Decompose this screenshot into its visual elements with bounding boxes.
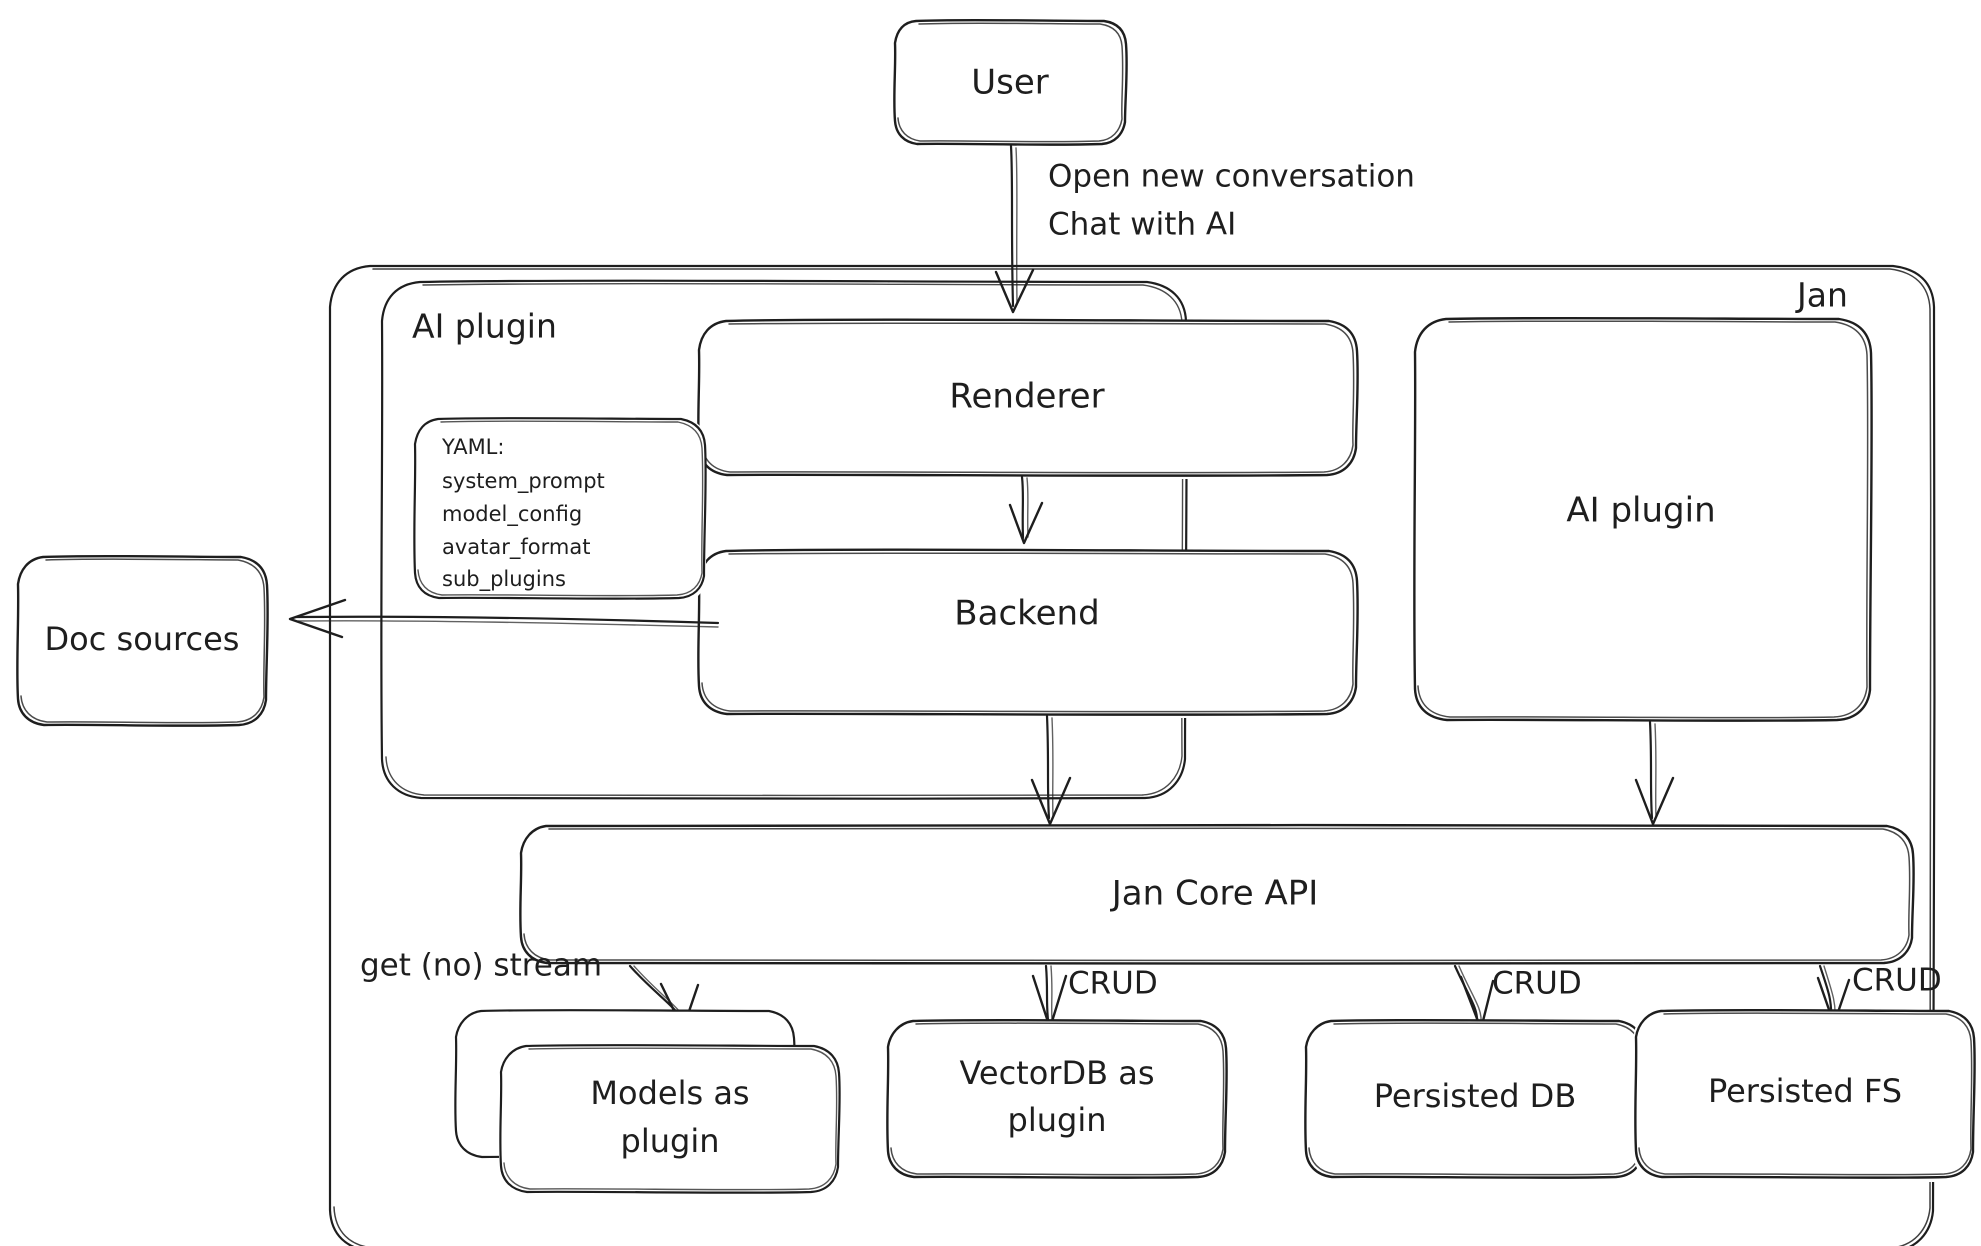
node-doc-sources[interactable]: Doc sources — [16, 554, 269, 728]
node-ai-plugin-right[interactable]: AI plugin — [1411, 316, 1874, 726]
node-persisted-db[interactable]: Persisted DB — [1304, 1018, 1646, 1182]
node-backend[interactable]: Backend — [697, 548, 1359, 718]
yaml-line-2: model_config — [442, 502, 582, 527]
container-ai-plugin-group-label: AI plugin — [412, 307, 557, 346]
node-renderer[interactable]: Renderer — [697, 318, 1359, 479]
node-user[interactable]: User — [893, 18, 1128, 146]
yaml-line-1: system_prompt — [442, 469, 605, 494]
edge-renderer-to-backend — [1008, 475, 1044, 545]
node-renderer-label: Renderer — [949, 377, 1104, 417]
node-models-label-line1: Models as — [590, 1074, 749, 1112]
edge-core-to-persisted-db-label: CRUD — [1492, 966, 1582, 1002]
yaml-config-box[interactable]: YAML: system_prompt model_config avatar_… — [413, 417, 707, 602]
edge-core-to-models-label: get (no) stream — [360, 948, 602, 984]
node-user-label: User — [971, 63, 1049, 103]
node-ai-plugin-right-label: AI plugin — [1566, 491, 1715, 531]
container-jan-label: Jan — [1795, 276, 1848, 315]
node-vectordb-label-line1: VectorDB as — [959, 1054, 1154, 1092]
yaml-line-4: sub_plugins — [442, 567, 566, 592]
yaml-line-3: avatar_format — [442, 535, 590, 560]
node-persisted-fs[interactable]: Persisted FS — [1634, 1008, 1976, 1182]
node-jan-core-api-label: Jan Core API — [1110, 874, 1319, 914]
yaml-line-0: YAML: — [441, 435, 504, 459]
node-persisted-db-label: Persisted DB — [1374, 1077, 1577, 1115]
edge-user-to-renderer — [994, 144, 1035, 314]
node-jan-core-api[interactable]: Jan Core API — [519, 823, 1915, 967]
node-models-as-plugin[interactable]: Models as plugin — [454, 1009, 841, 1197]
edge-ai-plugin-to-core — [1634, 720, 1675, 826]
edge-core-to-persisted-fs-label: CRUD — [1852, 963, 1942, 999]
edge-core-to-vectordb-label: CRUD — [1068, 966, 1158, 1002]
edge-backend-to-core — [1030, 714, 1072, 826]
edge-user-to-renderer-label-line2: Chat with AI — [1048, 207, 1236, 243]
edge-backend-to-doc-sources — [288, 598, 720, 639]
node-doc-sources-label: Doc sources — [45, 620, 240, 658]
node-models-label-line2: plugin — [621, 1122, 720, 1160]
node-vectordb-label-line2: plugin — [1008, 1101, 1107, 1139]
edge-user-to-renderer-label-line1: Open new conversation — [1048, 159, 1415, 195]
node-persisted-fs-label: Persisted FS — [1708, 1072, 1902, 1110]
node-vectordb-as-plugin[interactable]: VectorDB as plugin — [886, 1018, 1228, 1182]
node-backend-label: Backend — [954, 594, 1099, 634]
